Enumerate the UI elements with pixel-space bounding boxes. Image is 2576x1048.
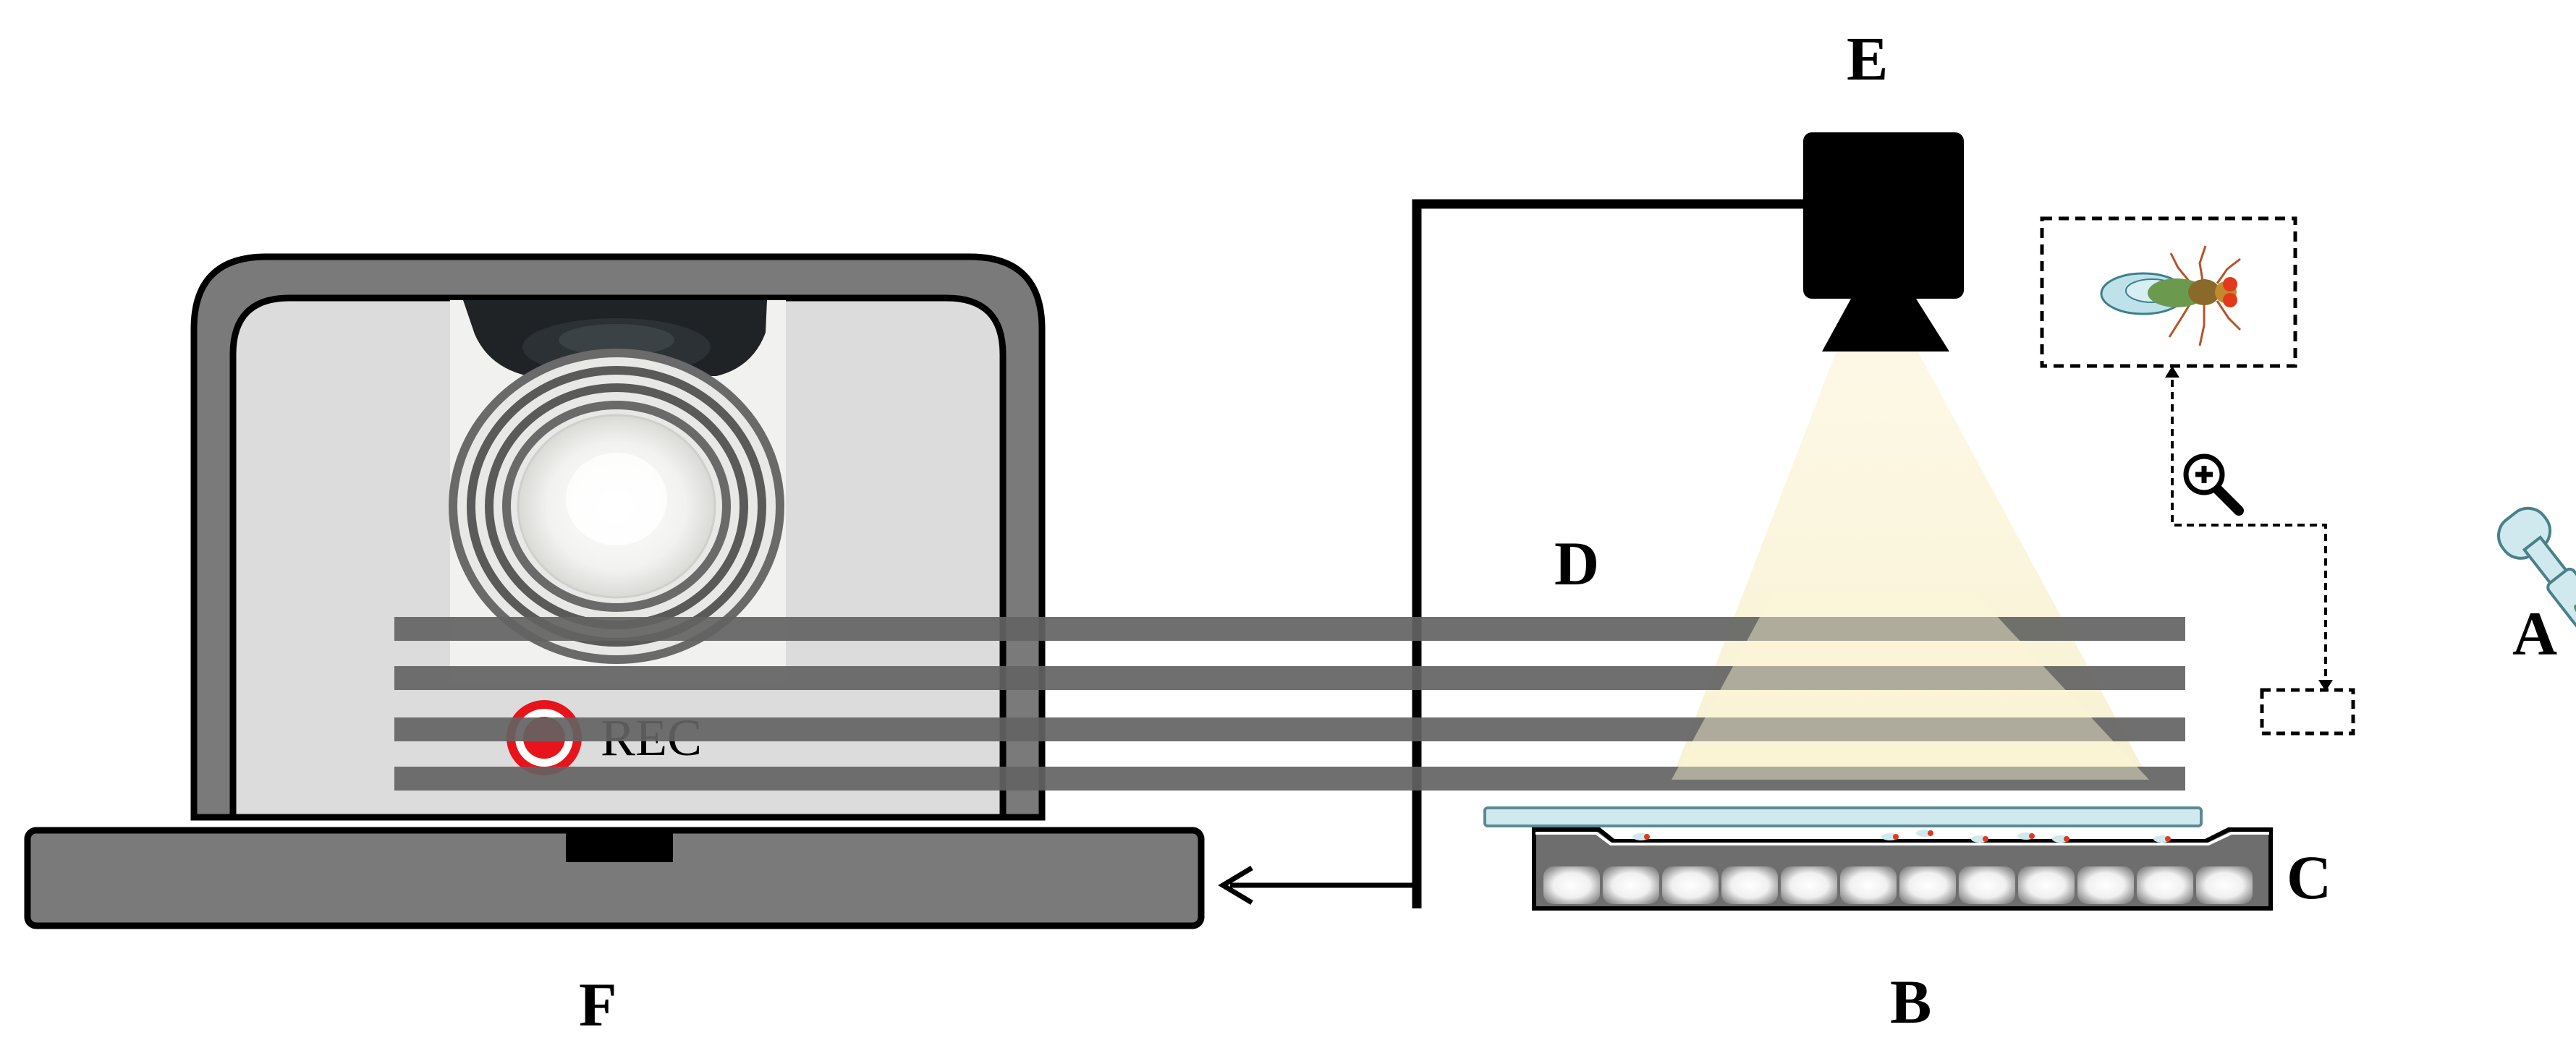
- fruit-fly-icon: [2100, 245, 2242, 346]
- zoom-in-icon: [2183, 453, 2244, 516]
- pipette: [2497, 506, 2576, 853]
- visual-stripes: [394, 617, 2185, 791]
- label-a: A: [2512, 599, 2557, 668]
- label-c: C: [2287, 843, 2331, 912]
- light-cells: [1543, 866, 2253, 904]
- arena-tray: [1532, 827, 2273, 911]
- label-b: B: [1890, 967, 1931, 1036]
- arrow-head: [1218, 865, 1253, 906]
- label-e: E: [1847, 24, 1888, 93]
- glass-plate: [1483, 806, 2203, 827]
- label-f: F: [579, 970, 617, 1039]
- zoom-callout: [2040, 216, 2355, 736]
- laptop-notch: [566, 832, 673, 862]
- label-d: D: [1554, 529, 1599, 598]
- laptop: REC: [24, 253, 1205, 929]
- flies-in-arena: [1632, 830, 2171, 843]
- laptop-base: [24, 827, 1205, 929]
- camera-cable: [1218, 199, 1809, 908]
- camera-feed-photo: [449, 300, 786, 683]
